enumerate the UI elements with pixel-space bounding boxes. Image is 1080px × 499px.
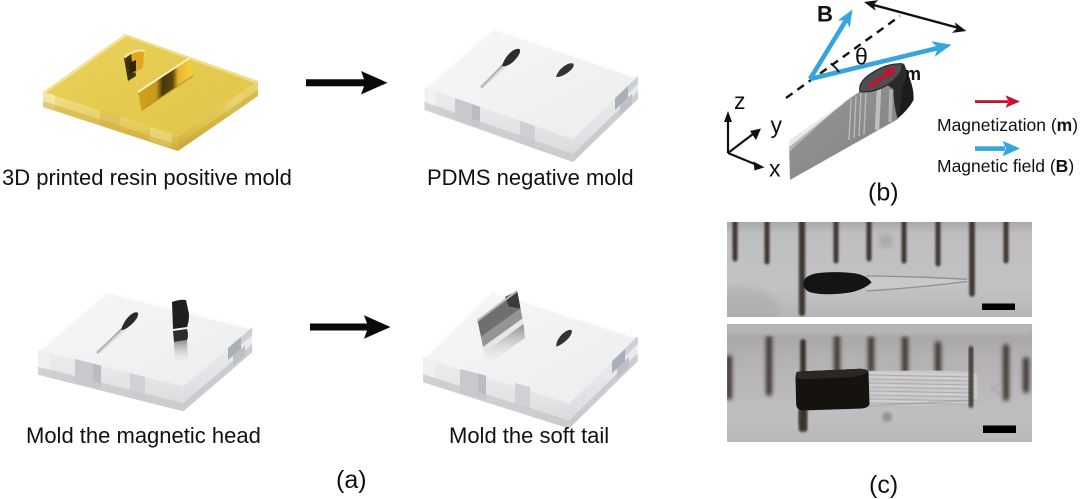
svg-text:θ: θ — [855, 44, 868, 70]
svg-text:(c): (c) — [869, 471, 898, 499]
svg-text:PDMS negative mold: PDMS negative mold — [427, 165, 634, 190]
svg-text:Mold the soft tail: Mold the soft tail — [449, 423, 609, 448]
svg-text:Magnetic field (B): Magnetic field (B) — [937, 156, 1074, 176]
svg-text:m: m — [905, 64, 921, 84]
svg-text:(b): (b) — [868, 179, 899, 207]
svg-text:Magnetization (m): Magnetization (m) — [937, 115, 1078, 135]
svg-text:Mold the magnetic head: Mold the magnetic head — [26, 423, 261, 448]
svg-text:(a): (a) — [336, 466, 367, 494]
svg-text:x: x — [769, 156, 781, 182]
svg-text:y: y — [771, 112, 783, 138]
svg-text:B: B — [817, 2, 833, 27]
svg-text:3D printed resin positive mold: 3D printed resin positive mold — [2, 165, 292, 190]
svg-text:z: z — [734, 88, 746, 114]
